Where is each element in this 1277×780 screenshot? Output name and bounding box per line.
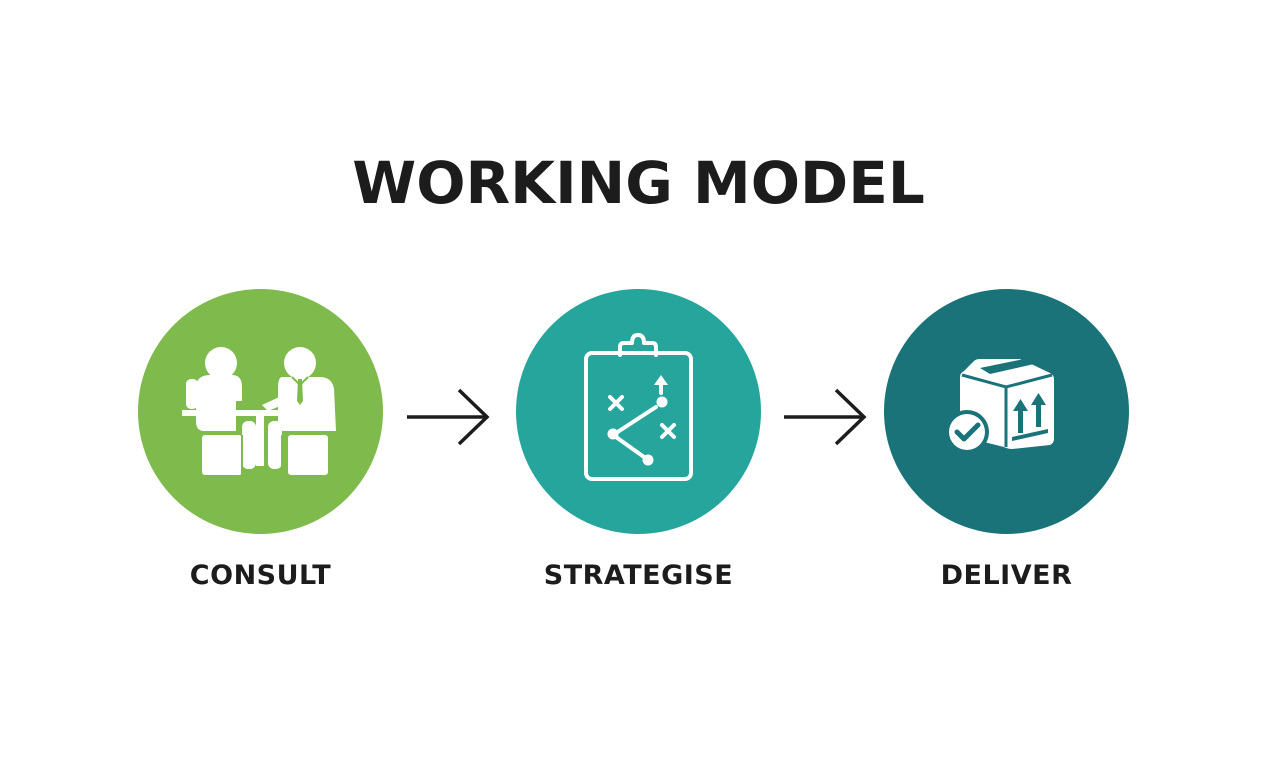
package-delivered-icon: [945, 359, 1054, 454]
clipboard-strategy-icon: [584, 333, 693, 481]
deliver-circle: [884, 289, 1129, 534]
step-deliver: DELIVER: [884, 289, 1129, 591]
meeting-icon: [182, 347, 336, 475]
step-label-deliver: DELIVER: [940, 560, 1073, 591]
arrow-right-icon: [784, 388, 867, 446]
strategise-circle: [516, 289, 761, 534]
page-title: WORKING MODEL: [352, 149, 925, 217]
step-consult: CONSULT: [138, 289, 383, 591]
step-label-consult: CONSULT: [189, 560, 332, 591]
arrow-right-icon: [407, 388, 490, 446]
step-label-strategise: STRATEGISE: [543, 560, 734, 591]
consult-circle: [138, 289, 383, 534]
step-strategise: STRATEGISE: [516, 289, 761, 591]
